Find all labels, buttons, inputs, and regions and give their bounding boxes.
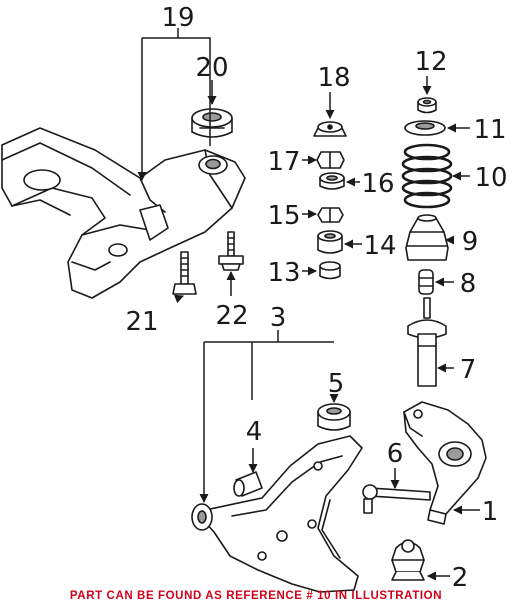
- bushing-16-drawing: [319, 172, 345, 190]
- steering-knuckle-drawing: [403, 401, 487, 525]
- callout-13: 13: [267, 258, 300, 288]
- callout-20: 20: [195, 53, 228, 83]
- bump-stop-drawing: [418, 269, 434, 295]
- subframe-mount-drawing: [191, 108, 233, 138]
- spring-seat-drawing: [404, 120, 446, 136]
- callout-10: 10: [474, 163, 507, 193]
- callout-1: 1: [482, 497, 499, 527]
- control-arm-drawing: [191, 435, 363, 593]
- callout-14: 14: [363, 231, 396, 261]
- callout-21: 21: [125, 307, 158, 337]
- callout-16: 16: [361, 169, 394, 199]
- ball-joint-drawing: [391, 539, 425, 581]
- dust-boot-drawing: [405, 214, 449, 261]
- callout-2: 2: [452, 563, 469, 593]
- callout-3: 3: [270, 303, 287, 333]
- callout-6: 6: [387, 439, 404, 469]
- callout-11: 11: [473, 115, 506, 145]
- callout-4: 4: [246, 417, 263, 447]
- nut-17-drawing: [316, 151, 345, 169]
- subframe-drawing: [1, 127, 246, 299]
- arm-bushing-4-drawing: [233, 471, 263, 497]
- callout-9: 9: [462, 227, 479, 257]
- callout-8: 8: [460, 269, 477, 299]
- arm-bushing-5-drawing: [317, 403, 351, 431]
- callout-15: 15: [267, 201, 300, 231]
- bushing-13-drawing: [319, 261, 341, 280]
- callout-7: 7: [460, 355, 477, 385]
- bushing-14-drawing: [317, 230, 343, 254]
- bolt-22-drawing: [218, 231, 244, 271]
- callout-19: 19: [161, 3, 194, 33]
- callout-22: 22: [215, 301, 248, 331]
- coil-spring-drawing: [401, 143, 453, 209]
- strut-drawing: [407, 297, 447, 387]
- callout-12: 12: [414, 47, 447, 77]
- tie-rod-end-drawing: [362, 484, 431, 514]
- callout-18: 18: [317, 63, 350, 93]
- bolt-21-drawing: [172, 251, 197, 295]
- callout-numbers: 19 20 21 22 18 17 16 15 14 13 12 11 10 9…: [125, 3, 507, 593]
- nut-15-drawing: [317, 207, 344, 223]
- reference-caption: PART CAN BE FOUND AS REFERENCE # 10 IN I…: [69, 590, 443, 602]
- callout-17: 17: [267, 147, 300, 177]
- callout-5: 5: [328, 369, 345, 399]
- nut-12-drawing: [417, 97, 437, 114]
- leader-lines: [142, 28, 480, 581]
- strut-mount-drawing: [313, 121, 347, 137]
